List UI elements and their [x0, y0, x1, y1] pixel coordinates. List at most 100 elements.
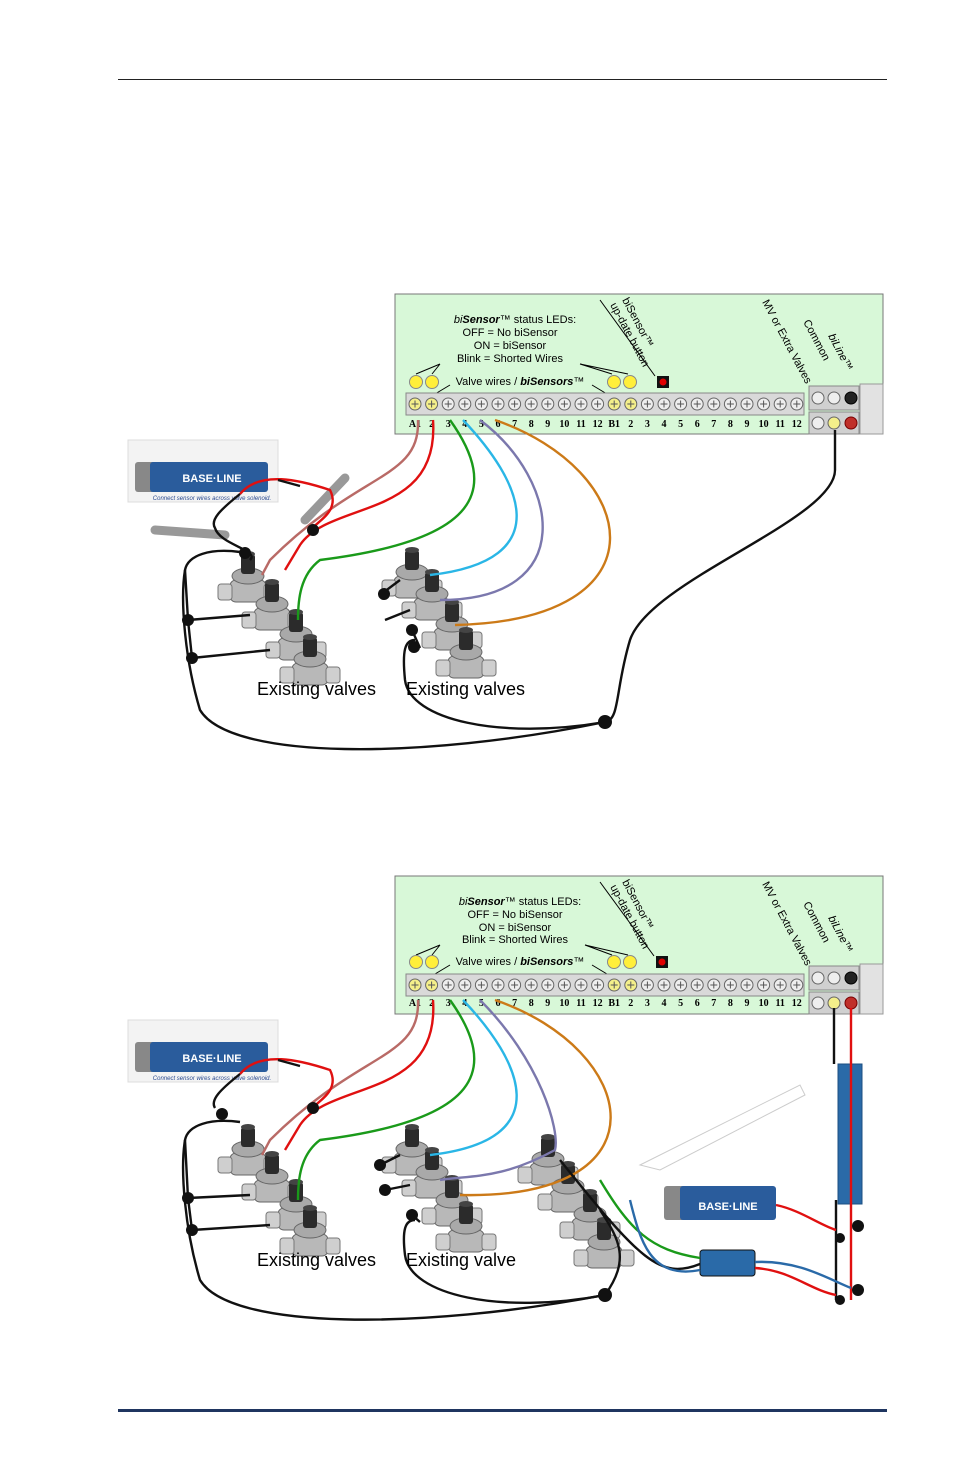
screw-slot	[627, 981, 635, 989]
status-led	[425, 955, 439, 969]
decoder-module	[699, 1063, 863, 1277]
valve-icon	[279, 634, 341, 686]
side-terminal-block	[808, 385, 860, 435]
terminal-number: 3	[645, 998, 650, 1009]
screw-slot	[677, 981, 685, 989]
valve-icon	[537, 1161, 599, 1213]
terminal-number: 8	[529, 998, 534, 1009]
terminal-number: 9	[745, 419, 750, 430]
sensor-caption: Connect sensor wires across valve soleno…	[153, 1076, 271, 1082]
terminal-number: 3	[645, 419, 650, 430]
status-led	[623, 375, 637, 389]
terminal-strip	[408, 397, 804, 411]
screw-slot	[793, 400, 801, 408]
valves-label-right: Existing valve	[406, 1250, 516, 1270]
terminal-number: 10	[759, 419, 769, 430]
sensor-brand-right: BASE·LINE	[698, 1201, 757, 1213]
valve-icon	[401, 1147, 463, 1199]
valves-label-left: Existing valves	[257, 679, 376, 699]
terminal-number: 12	[792, 998, 802, 1009]
valve-cluster-extra	[517, 1134, 635, 1269]
terminal-number: 7	[512, 419, 517, 430]
terminal-number: 6	[496, 998, 501, 1009]
side-terminal-block	[808, 965, 860, 1015]
terminal-number: 7	[512, 998, 517, 1009]
screw-slot	[693, 981, 701, 989]
update-button-led	[658, 958, 666, 966]
status-led	[409, 955, 423, 969]
terminal-number: 12	[593, 998, 603, 1009]
screw-slot	[461, 981, 469, 989]
screw-slot	[411, 400, 419, 408]
biSensor-device-right: BASE·LINE	[638, 1084, 806, 1220]
sensor-brand: BASE·LINE	[182, 1053, 241, 1065]
screw-slot	[594, 400, 602, 408]
terminal-number: 7	[711, 998, 716, 1009]
terminal-number: A1	[409, 998, 421, 1009]
biSensor-device: BASE·LINE Connect sensor wires across va…	[127, 439, 279, 503]
screw-slot	[527, 400, 535, 408]
screw-slot	[560, 400, 568, 408]
screw-slot	[477, 400, 485, 408]
update-button-led	[659, 378, 667, 386]
led-off-text: OFF = No biSensor	[467, 909, 562, 921]
screw-slot	[560, 981, 568, 989]
valve-icon	[435, 627, 497, 679]
screw-slot	[627, 400, 635, 408]
terminal-number: 8	[728, 419, 733, 430]
screw-slot	[411, 981, 419, 989]
status-led	[607, 375, 621, 389]
screw-slot	[743, 400, 751, 408]
sensor-caption: Connect sensor wires across valve soleno…	[153, 496, 271, 502]
terminal-number: 11	[576, 419, 585, 430]
biSensor-device: BASE·LINE Connect sensor wires across va…	[127, 1019, 279, 1083]
terminal-number: 10	[759, 998, 769, 1009]
led-blink-text: Blink = Shorted Wires	[457, 353, 564, 365]
wiring-diagram-2-svg: biSensor™ status LEDs: OFF = No biSensor…	[127, 875, 884, 1321]
terminal-number: 3	[446, 419, 451, 430]
screw-slot	[643, 981, 651, 989]
valve-cluster-right	[381, 1124, 497, 1253]
screw-slot	[428, 981, 436, 989]
terminal-number: 4	[662, 998, 667, 1009]
controller-panel: biSensor™ status LEDs: OFF = No biSensor…	[394, 875, 884, 1015]
screw-slot	[527, 981, 535, 989]
screw-slot	[726, 981, 734, 989]
terminal-number: B1	[608, 419, 620, 430]
valves-label-right: Existing valves	[406, 679, 525, 699]
led-status-title: biSensor™ status LEDs:	[459, 896, 581, 908]
terminal-number: 6	[695, 998, 700, 1009]
terminal-number: 8	[728, 998, 733, 1009]
terminal-strip	[408, 978, 804, 992]
valve-icon	[435, 1201, 497, 1253]
valve-icon	[573, 1217, 635, 1269]
screw-slot	[793, 981, 801, 989]
valve-cluster-left	[217, 1124, 341, 1257]
screw-slot	[511, 400, 519, 408]
wiring-diagram-1-svg: biSensor™ status LEDs: OFF = No biSensor…	[127, 293, 884, 751]
valve-cluster-right	[381, 547, 497, 679]
terminal-number: 5	[479, 998, 484, 1009]
screw-slot	[710, 400, 718, 408]
screw-slot	[610, 400, 618, 408]
terminal-number: 2	[628, 419, 633, 430]
screw-slot	[494, 400, 502, 408]
terminal-number: 7	[711, 419, 716, 430]
led-on-text: ON = biSensor	[474, 340, 547, 352]
screw-slot	[776, 981, 784, 989]
status-led	[623, 955, 637, 969]
terminal-number: 11	[775, 419, 784, 430]
terminal-number: 9	[545, 419, 550, 430]
wiring-diagram-1: biSensor™ status LEDs: OFF = No biSensor…	[0, 280, 954, 760]
terminal-number: 8	[529, 419, 534, 430]
status-led	[425, 375, 439, 389]
terminal-number: 4	[462, 419, 467, 430]
status-led	[409, 375, 423, 389]
terminal-number: A1	[409, 419, 421, 430]
terminal-number: 5	[678, 419, 683, 430]
valve-wires-label: Valve wires / biSensors™	[456, 956, 585, 968]
screw-slot	[660, 400, 668, 408]
footer-rule	[118, 1409, 887, 1412]
screw-slot	[594, 981, 602, 989]
